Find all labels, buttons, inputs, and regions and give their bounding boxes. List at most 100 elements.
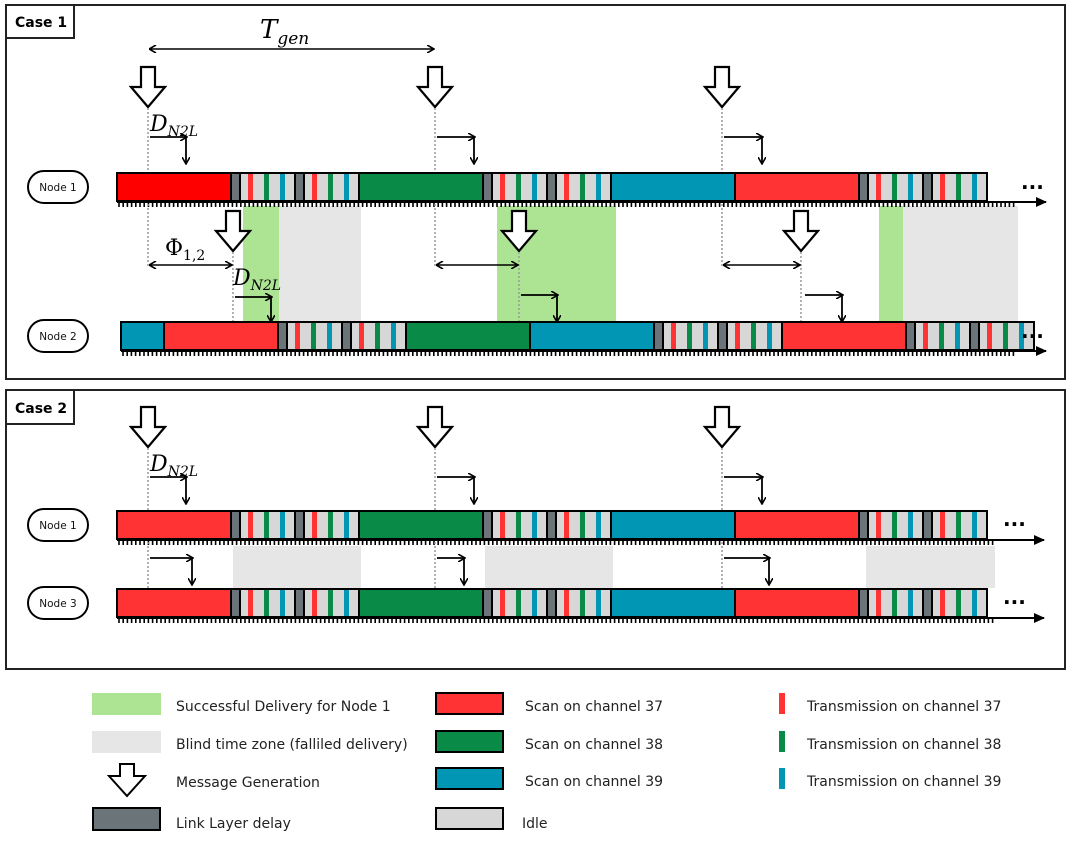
case-1-title-box (5, 4, 75, 39)
scan-scan37 (116, 588, 232, 618)
link-layer-delay (969, 321, 980, 351)
tx-ch37 (564, 512, 569, 538)
scan-scan39 (120, 321, 165, 351)
svg-text:Node 2: Node 2 (39, 331, 76, 343)
case-1-zones (243, 206, 1018, 322)
tx-ch39 (532, 512, 537, 538)
legend-label-blind: Blind time zone (falliled delivery) (176, 737, 408, 753)
link-layer-delay (277, 321, 288, 351)
tx-ch37 (940, 590, 945, 616)
legend-label-tx39: Transmission on channel 39 (806, 774, 1001, 790)
scan-scan37 (116, 510, 232, 540)
message-generation-arrow-node2 (499, 209, 539, 253)
tx-ch39 (532, 174, 537, 200)
tx-ch39 (344, 590, 349, 616)
legend-swatch-success (92, 693, 161, 715)
link-layer-delay (546, 510, 557, 540)
legend-swatch-tx38 (779, 731, 785, 752)
legend-swatch-scan37 (435, 692, 504, 715)
tx-ch37 (923, 323, 928, 349)
link-layer-delay (546, 588, 557, 618)
tx-ch37 (500, 590, 505, 616)
tx-ch37 (500, 512, 505, 538)
tx-ch38 (516, 590, 521, 616)
tx-ch39 (596, 174, 601, 200)
tx-ch37 (312, 590, 317, 616)
tx-ch37 (876, 590, 881, 616)
tx-ch38 (328, 512, 333, 538)
tx-ch37 (500, 174, 505, 200)
scan-scan39 (610, 172, 736, 202)
link-layer-delay (858, 172, 869, 202)
tx-ch38 (516, 512, 521, 538)
tx-ch38 (1003, 323, 1008, 349)
message-generation-arrow (128, 405, 168, 449)
tx-ch37 (312, 512, 317, 538)
legend-swatch-blind (92, 731, 161, 753)
link-layer-delay (482, 510, 493, 540)
t-gen-annotation: Tgen (150, 15, 433, 49)
link-layer-delay (717, 321, 728, 351)
message-generation-arrow-node1 (702, 65, 742, 109)
svg-text:Node 1: Node 1 (39, 520, 76, 532)
message-generation-arrow-node2 (213, 209, 253, 253)
legend-swatch-link-layer (92, 807, 161, 831)
time-ticks (118, 618, 994, 623)
link-layer-delay (905, 321, 916, 351)
tx-ch39 (767, 323, 772, 349)
tx-ch37 (359, 323, 364, 349)
node-label-case2-node1: Node 1 (27, 508, 89, 542)
tx-ch37 (248, 174, 253, 200)
time-ticks (122, 351, 1015, 356)
tx-ch37 (295, 323, 300, 349)
link-layer-delay (482, 172, 493, 202)
case-2-timelines (116, 405, 1045, 623)
case-1-timelines (116, 65, 1047, 356)
legend-swatch-idle (435, 807, 504, 830)
legend-label-scan39: Scan on channel 39 (525, 774, 663, 790)
tx-ch38 (956, 174, 961, 200)
tx-ch38 (687, 323, 692, 349)
tx-ch39 (1019, 323, 1024, 349)
scan-scan38 (358, 172, 484, 202)
tx-ch39 (972, 174, 977, 200)
time-ticks (118, 540, 994, 545)
tx-ch37 (312, 174, 317, 200)
tx-ch39 (327, 323, 332, 349)
scan-scan39 (529, 321, 655, 351)
link-layer-delay (922, 172, 933, 202)
tx-ch39 (532, 590, 537, 616)
blind-time-zone (866, 546, 995, 588)
tx-ch38 (580, 174, 585, 200)
t-gen-label: Tgen (260, 15, 309, 49)
tx-ch37 (671, 323, 676, 349)
tx-ch38 (580, 512, 585, 538)
tx-ch39 (908, 590, 913, 616)
message-generation-arrow (415, 405, 455, 449)
scan-scan38 (405, 321, 531, 351)
legend-swatch-tx39 (779, 768, 785, 789)
link-layer-delay (858, 588, 869, 618)
link-layer-delay (653, 321, 664, 351)
link-layer-delay (858, 510, 869, 540)
tx-ch38 (328, 174, 333, 200)
message-generation-arrow-node2 (781, 209, 821, 253)
tx-ch38 (264, 512, 269, 538)
link-layer-delay (230, 588, 241, 618)
scan-scan37_alt (116, 172, 232, 202)
tx-ch39 (596, 512, 601, 538)
ellipsis-case1-node1: ··· (1021, 175, 1044, 199)
tx-ch38 (311, 323, 316, 349)
tx-ch38 (939, 323, 944, 349)
node-label-case2-node3: Node 3 (27, 586, 89, 620)
tx-ch37 (940, 174, 945, 200)
tx-ch38 (751, 323, 756, 349)
blind-time-zone (279, 206, 361, 322)
message-generation-arrow (702, 405, 742, 449)
legend-swatch-scan39 (435, 767, 504, 790)
tx-ch39 (280, 512, 285, 538)
scan-scan37 (734, 510, 860, 540)
legend-label-message-generation: Message Generation (176, 775, 320, 791)
message-generation-arrow-node1 (128, 65, 168, 109)
tx-ch39 (972, 590, 977, 616)
